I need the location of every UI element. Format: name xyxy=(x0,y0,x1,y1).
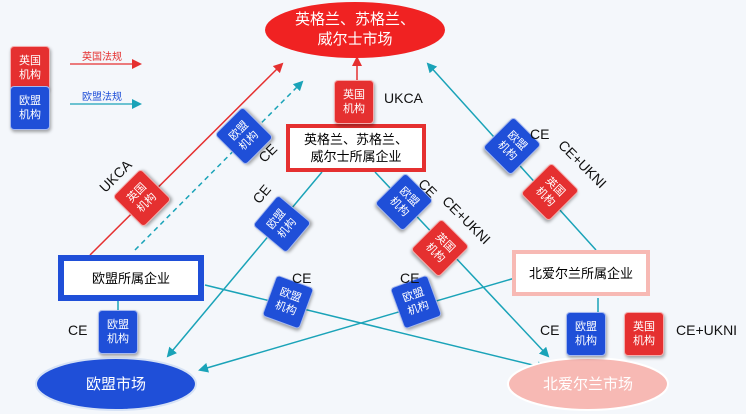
ni-ent-to-eu-market-line xyxy=(198,277,516,373)
ni-market-label: 北爱尔兰市场 xyxy=(543,376,633,393)
legend-eu-body-badge: 欧盟 机构 xyxy=(10,86,50,130)
eu-to-gb-ukca-line xyxy=(89,62,284,256)
eu-enterprise-box: 欧盟所属企业 xyxy=(58,255,204,301)
legend-uk-body-badge: 英国 机构 xyxy=(10,46,50,90)
eu-market-ellipse xyxy=(35,357,197,411)
ni-ni-uk-body-badge: 英国 机构 xyxy=(624,312,664,356)
ni-enterprise-box: 北爱尔兰所属企业 xyxy=(512,250,650,296)
ni-market-ellipse xyxy=(507,357,669,411)
gb-enterprise-line1: 英格兰、苏格兰、 xyxy=(303,132,408,147)
gb-ent-to-eu-market-line xyxy=(166,171,323,358)
ni-enterprise-label: 北爱尔兰所属企业 xyxy=(528,265,633,281)
eu-ni-ce-label: CE xyxy=(292,270,312,286)
legend-eu-rules: 欧盟法规 xyxy=(82,92,122,103)
eu-market-label: 欧盟市场 xyxy=(86,376,146,393)
eu-eu-body-badge: 欧盟 机构 xyxy=(98,310,138,354)
eu-ent-to-ni-market-line xyxy=(204,284,547,371)
eu-enterprise-label: 欧盟所属企业 xyxy=(91,270,170,286)
ni-gb-ce-label: CE xyxy=(530,126,550,142)
gb-enterprise-line2: 威尔士所属企业 xyxy=(310,149,402,164)
ni-ni-ce-label: CE xyxy=(540,322,560,338)
gb-ent-uk-body-badge: 英国 机构 xyxy=(334,80,374,124)
ni-ni-eu-body-badge: 欧盟 机构 xyxy=(566,312,606,356)
gb-enterprise-box: 英格兰、苏格兰、 威尔士所属企业 xyxy=(286,124,426,172)
legend-uk-rules: 英国法规 xyxy=(82,52,122,63)
ni-ni-ce-ukni-label: CE+UKNI xyxy=(676,322,738,338)
ni-eu-ce-label: CE xyxy=(400,270,420,286)
gb-market-line1: 英格兰、苏格兰、 xyxy=(295,10,415,28)
eu-eu-ce-label: CE xyxy=(68,322,88,338)
gb-ent-ukca-label: UKCA xyxy=(384,90,423,106)
eu-to-gb-dashed-line xyxy=(134,80,304,251)
gb-market-ellipse xyxy=(265,2,445,58)
gb-market-line2: 威尔士市场 xyxy=(317,31,392,48)
